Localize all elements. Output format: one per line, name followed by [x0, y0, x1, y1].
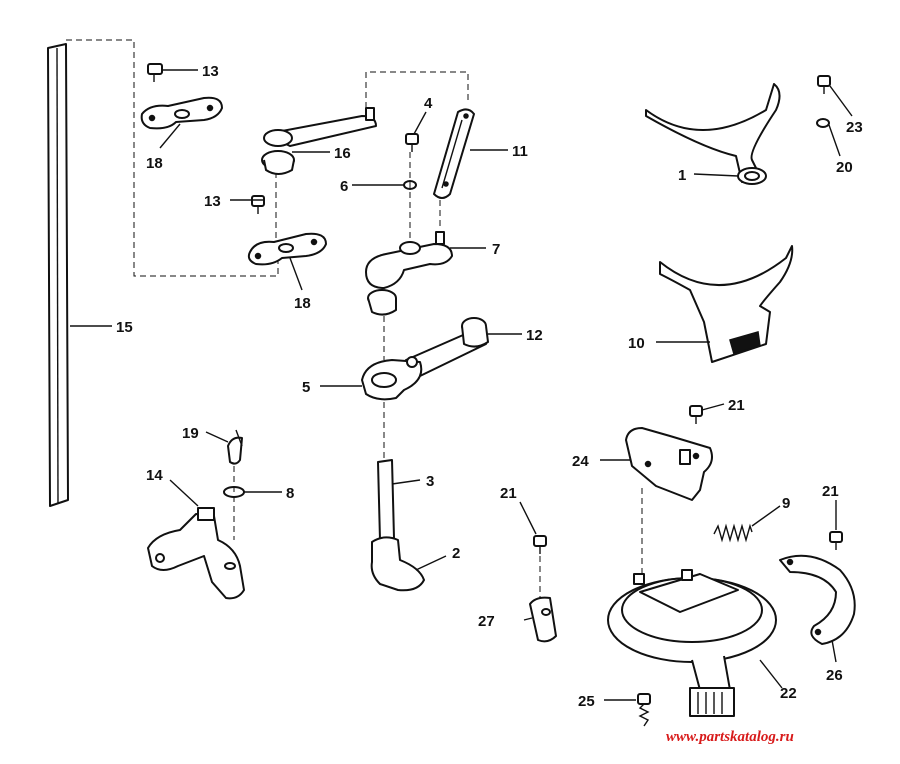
- callout-21-top: 21: [728, 397, 745, 414]
- part-18-bracket-top: [140, 96, 223, 130]
- part-3-shaft: [377, 459, 395, 541]
- part-19-pin: [227, 429, 243, 465]
- part-22-timer-base: [607, 569, 777, 717]
- part-7-lever: [365, 231, 453, 316]
- watermark-url: www.partskatalog.ru: [666, 729, 794, 745]
- callout-8: 8: [286, 485, 294, 502]
- callout-7: 7: [492, 241, 500, 258]
- callout-23: 23: [846, 119, 863, 136]
- callout-4: 4: [424, 95, 433, 112]
- callout-18-bottom: 18: [294, 295, 311, 312]
- part-13-screw-middle: [251, 195, 265, 214]
- part-16-pulley-arm: [261, 107, 377, 175]
- part-27-clip: [529, 596, 557, 643]
- callout-1: 1: [678, 167, 686, 184]
- part-15-rod: [47, 43, 69, 507]
- callout-5: 5: [302, 379, 310, 396]
- callout-12: 12: [526, 327, 543, 344]
- part-14-bracket: [147, 507, 245, 600]
- callout-22: 22: [780, 685, 797, 702]
- part-20-washer: [816, 118, 830, 128]
- part-26-clamp: [779, 554, 856, 645]
- part-11-link: [433, 108, 475, 199]
- assembly-line-rod: [66, 39, 279, 277]
- callout-3: 3: [426, 473, 434, 490]
- callout-13-middle: 13: [204, 193, 221, 210]
- part-23-screw: [817, 75, 831, 94]
- part-13-screw-top: [147, 63, 163, 82]
- part-9-spring: [713, 523, 753, 543]
- callout-27: 27: [478, 613, 495, 630]
- callout-24: 24: [572, 453, 589, 470]
- callout-2: 2: [452, 545, 460, 562]
- part-18-bracket-bottom: [247, 232, 327, 266]
- callout-18-top: 18: [146, 155, 163, 172]
- callout-19: 19: [182, 425, 199, 442]
- part-1-yoke: [645, 83, 781, 185]
- callout-25: 25: [578, 693, 595, 710]
- callout-21-right: 21: [822, 483, 839, 500]
- callout-20: 20: [836, 159, 853, 176]
- part-25-screw: [637, 693, 651, 727]
- callout-6: 6: [340, 178, 348, 195]
- callout-14: 14: [146, 467, 163, 484]
- part-21-screw-left: [533, 535, 547, 554]
- callout-11: 11: [512, 143, 528, 160]
- part-21-screw-top: [689, 405, 703, 424]
- part-24-block: [625, 427, 713, 501]
- callout-16: 16: [334, 145, 351, 162]
- part-21-screw-right: [829, 531, 843, 550]
- part-2-base: [370, 536, 425, 592]
- callout-21-left: 21: [500, 485, 517, 502]
- part-4-screw: [405, 133, 419, 152]
- part-10-follower: [659, 245, 794, 363]
- callout-15: 15: [116, 319, 133, 336]
- callout-13-top: 13: [202, 63, 219, 80]
- assembly-line-upper: [365, 71, 469, 108]
- part-5-plate: [361, 356, 423, 401]
- callout-9: 9: [782, 495, 790, 512]
- callout-26: 26: [826, 667, 843, 684]
- leader-lines: [70, 69, 853, 701]
- callout-10: 10: [628, 335, 645, 352]
